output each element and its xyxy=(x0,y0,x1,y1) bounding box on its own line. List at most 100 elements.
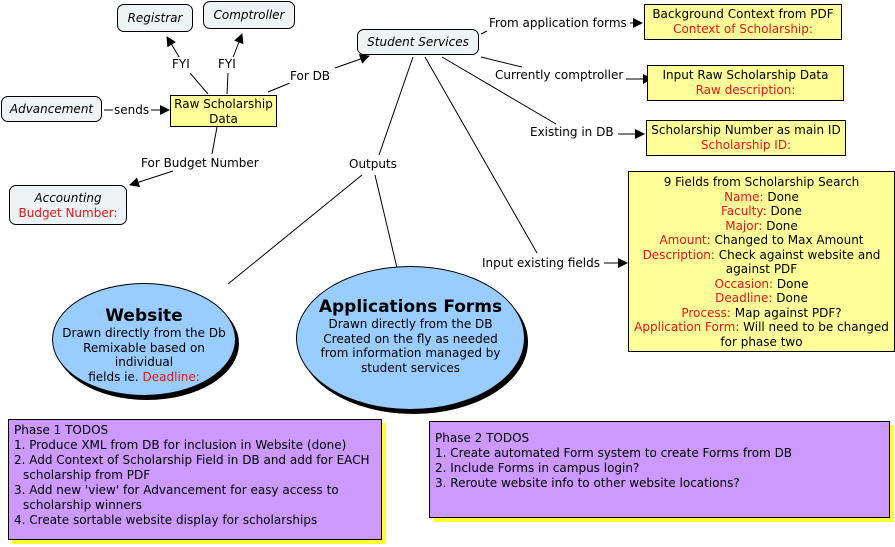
node-registrar[interactable]: Registrar xyxy=(117,4,193,32)
node-input-raw-data[interactable]: Input Raw Scholarship Data Raw descripti… xyxy=(647,65,844,101)
website-deadline-field: Deadline: xyxy=(142,369,200,384)
edge-raw-ss-arrow xyxy=(334,54,370,69)
edge-label-fyi-comptroller: FYI xyxy=(217,57,237,71)
phase2-item: 1. Create automated Form system to creat… xyxy=(435,446,793,460)
node-raw-line2: Data xyxy=(209,111,238,126)
node-accounting-label: Accounting xyxy=(34,191,102,205)
phase1-item-cont: scholarship winners xyxy=(23,498,142,512)
node-registrar-label: Registrar xyxy=(127,11,183,25)
node-scholarship-number-field: Scholarship ID: xyxy=(700,137,792,152)
node-student-services-label: Student Services xyxy=(367,35,469,49)
edge-outputs-website xyxy=(227,174,363,285)
field-row-description-cont: against PDF xyxy=(725,262,798,276)
field-value: Will need to be changed xyxy=(743,320,889,334)
edge-label-outputs: Outputs xyxy=(348,157,398,171)
edge-label-input-existing: Input existing fields xyxy=(481,256,601,270)
field-value: Map against PDF? xyxy=(734,305,842,320)
edge-label-for-budget: For Budget Number xyxy=(140,156,260,170)
application-forms-line: student services xyxy=(361,360,460,375)
field-row-faculty: Faculty: Done xyxy=(629,204,894,219)
node-raw-line1: Raw Scholarship xyxy=(174,97,273,111)
field-key: Application Form: xyxy=(634,320,740,334)
edge-ss-background xyxy=(480,30,488,35)
edge-label-sends: sends xyxy=(113,103,151,117)
node-input-raw-field: Raw description: xyxy=(695,82,796,97)
field-row-deadline: Deadline: Done xyxy=(629,291,894,306)
phase2-item: 3. Reroute website info to other website… xyxy=(435,476,740,490)
field-value: Done xyxy=(776,276,809,291)
website-title: Website xyxy=(105,306,183,326)
node-accounting[interactable]: Accounting Budget Number: xyxy=(9,185,127,225)
field-row-amount: Amount: Changed to Max Amount xyxy=(629,233,894,248)
field-row-description: Description: Check against website and xyxy=(629,248,894,263)
phase1-item: 4. Create sortable website display for s… xyxy=(14,513,318,527)
edge-raw-comptroller xyxy=(226,72,229,95)
node-advancement-label: Advancement xyxy=(9,102,94,116)
phase2-title: Phase 2 TODOS xyxy=(435,431,530,445)
nine-fields-title: 9 Fields from Scholarship Search xyxy=(663,175,860,189)
field-value: Done xyxy=(776,291,808,305)
node-background-context[interactable]: Background Context from PDF Context of S… xyxy=(644,4,842,40)
field-row-name: Name: Done xyxy=(629,190,894,205)
phase2-todos-box[interactable]: Phase 2 TODOS 1. Create automated Form s… xyxy=(429,421,890,518)
edge-label-currently-comptroller: Currently comptroller xyxy=(494,68,625,82)
node-student-services[interactable]: Student Services xyxy=(357,29,479,55)
phase2-item: 2. Include Forms in campus login? xyxy=(435,461,640,475)
edge-raw-accounting-arrow xyxy=(129,170,174,187)
field-key: Deadline: xyxy=(715,291,773,305)
edge-label-for-db: For DB xyxy=(289,69,332,83)
edge-ss-ninefields xyxy=(424,56,538,254)
field-key: Process: xyxy=(681,305,731,320)
website-line-last: fields ie. Deadline: xyxy=(53,370,235,385)
field-row-occasion: Occasion: Done xyxy=(629,277,894,292)
node-background-title: Background Context from PDF xyxy=(652,7,834,21)
node-background-field: Context of Scholarship: xyxy=(673,21,813,36)
field-key: Amount: xyxy=(659,233,711,247)
phase1-todos-box[interactable]: Phase 1 TODOS 1. Produce XML from DB for… xyxy=(8,419,382,540)
field-key: Major: xyxy=(725,218,763,233)
edge-raw-registrar xyxy=(189,72,209,95)
edge-label-from-forms: From application forms xyxy=(488,16,628,30)
node-nine-fields[interactable]: 9 Fields from Scholarship Search Name: D… xyxy=(628,171,895,352)
website-last-prefix: fields ie. xyxy=(88,369,139,384)
node-website[interactable]: Website Drawn directly from the Db Remix… xyxy=(52,283,236,396)
field-row-application-form: Application Form: Will need to be change… xyxy=(629,320,894,335)
node-advancement[interactable]: Advancement xyxy=(1,96,102,122)
field-key: Name: xyxy=(724,189,764,204)
edge-ss-outputs xyxy=(378,56,414,156)
edge-raw-comptroller-arrow xyxy=(231,33,244,61)
field-value: Done xyxy=(770,204,803,218)
edge-ss-schnum xyxy=(441,56,557,125)
field-row-application-form-cont: for phase two xyxy=(720,334,803,349)
edge-label-existing-in-db: Existing in DB xyxy=(529,125,615,139)
field-value: Done xyxy=(767,189,799,204)
field-key: Occasion: xyxy=(714,276,774,291)
phase1-item: 2. Add Context of Scholarship Field in D… xyxy=(14,453,370,467)
node-comptroller[interactable]: Comptroller xyxy=(203,1,295,29)
website-line: Remixable based on individual xyxy=(83,340,205,370)
phase1-title: Phase 1 TODOS xyxy=(14,423,109,437)
node-application-forms[interactable]: Applications Forms Drawn directly from t… xyxy=(296,266,525,410)
application-forms-title: Applications Forms xyxy=(318,297,503,317)
node-scholarship-number[interactable]: Scholarship Number as main ID Scholarshi… xyxy=(646,120,846,156)
edge-label-fyi-registrar: FYI xyxy=(171,57,191,71)
field-row-major: Major: Done xyxy=(629,219,894,234)
node-raw-scholarship-data[interactable]: Raw Scholarship Data xyxy=(170,95,277,127)
node-scholarship-number-title: Scholarship Number as main ID xyxy=(651,123,841,137)
edge-ss-inputraw xyxy=(480,56,523,68)
website-line: Drawn directly from the Db xyxy=(62,326,226,340)
field-value: Changed to Max Amount xyxy=(714,233,864,247)
edge-outputs-forms xyxy=(374,174,398,269)
phase1-item: 3. Add new 'view' for Advancement for ea… xyxy=(14,483,339,497)
application-forms-line: from information managed by xyxy=(320,346,501,360)
edge-raw-ss xyxy=(267,82,291,93)
field-value: Check against website and xyxy=(718,247,881,262)
phase1-item-cont: scholarship from PDF xyxy=(23,468,151,482)
field-value: Done xyxy=(766,218,798,233)
field-row-process: Process: Map against PDF? xyxy=(629,306,894,321)
node-accounting-field: Budget Number: xyxy=(18,205,118,220)
application-forms-line: Created on the fly as needed xyxy=(323,331,498,346)
phase1-item: 1. Produce XML from DB for inclusion in … xyxy=(14,438,347,452)
application-forms-line: Drawn directly from the DB xyxy=(328,317,493,331)
field-key: Description: xyxy=(642,247,715,262)
